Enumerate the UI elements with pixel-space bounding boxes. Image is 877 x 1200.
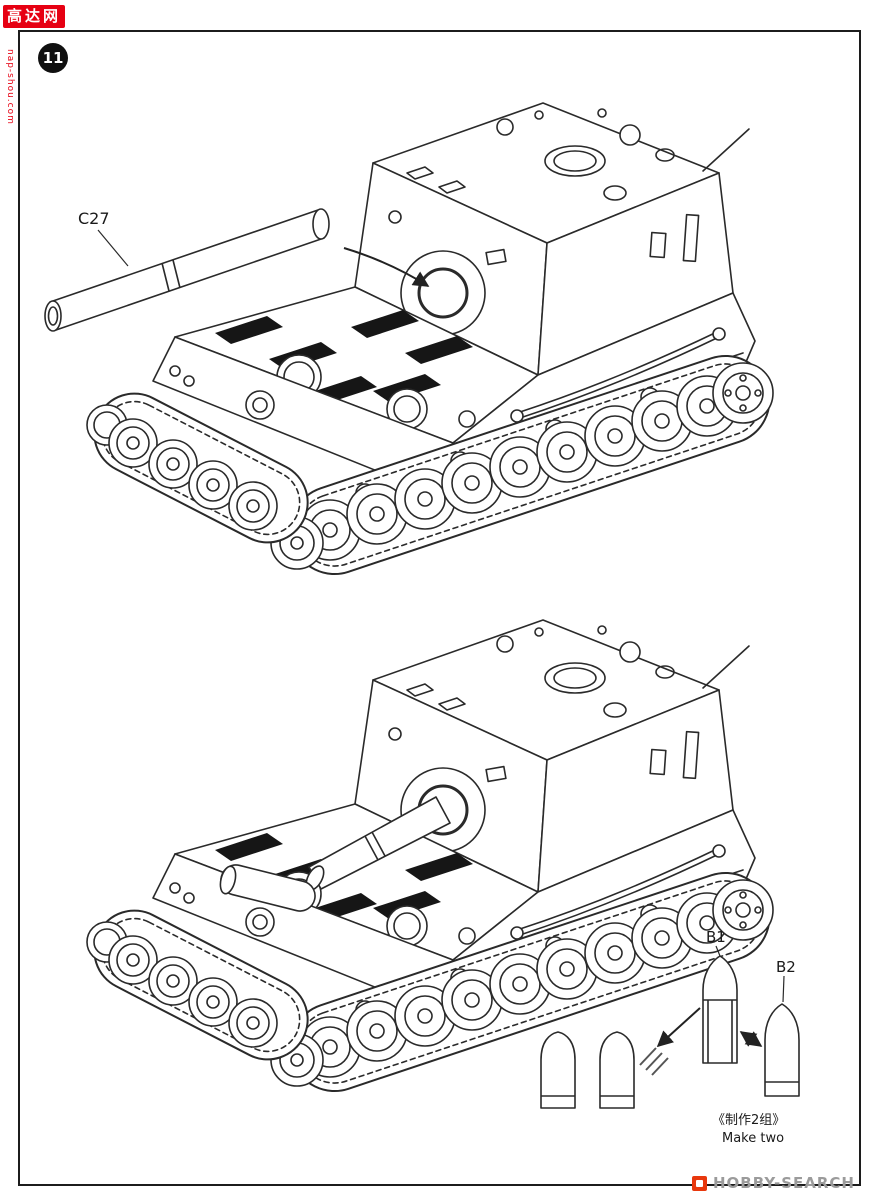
ammo-shells-group — [540, 955, 800, 1109]
step-number-badge: 11 — [38, 43, 68, 73]
hobby-search-text: HOBBY-SEARCH — [712, 1174, 855, 1192]
part-label-b1: B1 — [706, 928, 726, 946]
tank-illustration-bottom: B1 B2 《制作2组》 Make two — [78, 618, 800, 1146]
step-number: 11 — [42, 49, 64, 67]
page-border-frame — [18, 30, 861, 1186]
hobby-search-logo: HOBBY-SEARCH — [691, 1174, 855, 1192]
b1-label-leader — [715, 945, 721, 957]
assembly-arrow-shells — [656, 1007, 701, 1048]
tank-illustration-top: C27 — [44, 101, 783, 588]
watermark-site-url: nap-shou.com — [5, 49, 15, 125]
barrel-label-leader — [97, 229, 129, 267]
part-label-c27: C27 — [78, 209, 110, 228]
b2-label-leader — [782, 975, 785, 1003]
watermark-site-name: 高达网 — [3, 5, 66, 28]
make-two-note-zh: 《制作2组》 — [712, 1113, 785, 1128]
part-b2-shape — [764, 1003, 800, 1097]
make-two-note-en: Make two — [722, 1131, 784, 1146]
loose-shell-1 — [540, 1031, 576, 1109]
watermark-logo: 高达网 nap-shou.com — [3, 5, 66, 125]
hatch-mark — [639, 1047, 669, 1076]
hobby-search-icon — [691, 1175, 707, 1191]
installed-gun-barrel — [219, 796, 451, 912]
gun-barrel-part — [44, 208, 330, 332]
assembly-arrow-barrel — [343, 247, 430, 287]
part-label-b2: B2 — [776, 958, 796, 976]
loose-shell-2 — [599, 1031, 635, 1109]
part-b1-shape — [702, 955, 738, 1064]
assembly-arrow-b1-b2 — [739, 1031, 763, 1047]
